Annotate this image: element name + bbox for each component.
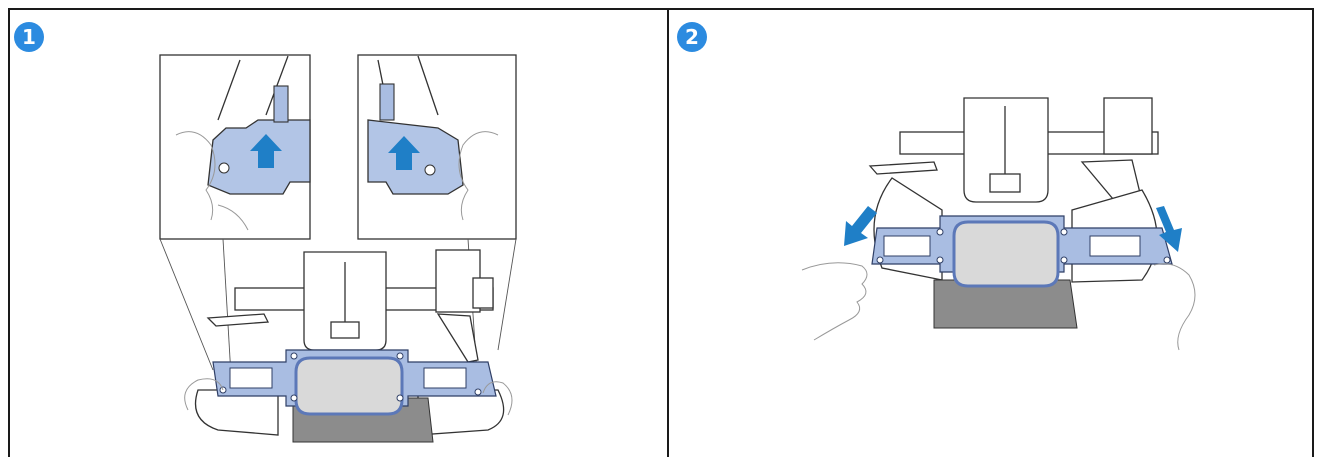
zoom-inset-right [358, 55, 516, 239]
zoom-inset-left [160, 55, 310, 239]
diagonal-down-arrow-icon [844, 206, 877, 246]
step-1-illustration [8, 10, 668, 455]
step-2-illustration [672, 10, 1312, 455]
